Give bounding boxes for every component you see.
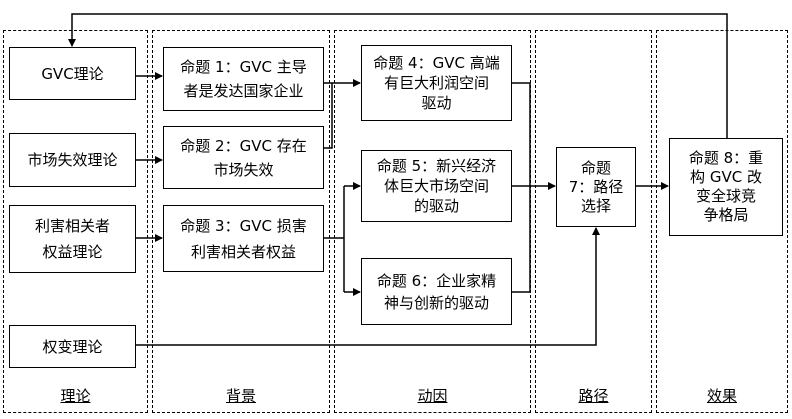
column-path: 路径 (535, 30, 652, 413)
proposition-6: 命题 6：企业家精 神与创新的驱动 (361, 258, 512, 325)
theory-stakeholder: 利害相关者 权益理论 (9, 205, 136, 273)
proposition-1-label: 命题 1：GVC 主导 者是发达国家企业 (180, 58, 307, 100)
proposition-1: 命题 1：GVC 主导 者是发达国家企业 (163, 47, 324, 111)
column-label-effect: 效果 (706, 387, 737, 405)
column-label-path: 路径 (578, 387, 609, 405)
proposition-8: 命题 8：重 构 GVC 改 变全球竞 争格局 (669, 138, 783, 236)
theory-gvc-label: GVC理论 (41, 64, 104, 83)
line-p2-out (324, 83, 333, 149)
column-background: 背景 (152, 30, 330, 413)
feedback-arrow (68, 13, 728, 138)
proposition-4-label: 命题 4：GVC 高端 有巨大利润空间 驱动 (373, 54, 500, 112)
column-label-theory: 理论 (60, 387, 91, 405)
proposition-3-label: 命题 3：GVC 损害 利害相关者权益 (180, 216, 307, 261)
theory-property-rights-label: 权变理论 (42, 337, 103, 356)
proposition-7: 命题 7：路径 选择 (556, 147, 636, 227)
proposition-2: 命题 2：GVC 存在 市场失效 (163, 126, 324, 189)
arrow-property-to-p7 (136, 227, 600, 346)
theory-market-failure: 市场失效理论 (9, 133, 136, 187)
proposition-7-label: 命题 7：路径 选择 (568, 158, 624, 215)
column-label-background: 背景 (225, 387, 256, 405)
column-label-motive: 动因 (417, 387, 448, 405)
proposition-3: 命题 3：GVC 损害 利害相关者权益 (163, 205, 324, 272)
proposition-5-label: 命题 5：新兴经济 体巨大市场空间 的驱动 (376, 157, 497, 215)
proposition-4: 命题 4：GVC 高端 有巨大利润空间 驱动 (361, 45, 512, 121)
proposition-2-label: 命题 2：GVC 存在 市场失效 (180, 136, 307, 179)
theory-property-rights: 权变理论 (9, 325, 136, 368)
column-effect: 效果 (656, 30, 788, 413)
proposition-8-label: 命题 8：重 构 GVC 改 变全球竞 争格局 (688, 149, 764, 224)
theory-stakeholder-label: 利害相关者 权益理论 (34, 217, 110, 261)
theory-market-failure-label: 市场失效理论 (27, 151, 118, 169)
proposition-5: 命题 5：新兴经济 体巨大市场空间 的驱动 (361, 150, 512, 222)
proposition-6-label: 命题 6：企业家精 神与创新的驱动 (376, 271, 497, 312)
column-theory: 理论 (3, 30, 148, 413)
theory-gvc: GVC理论 (9, 47, 136, 100)
